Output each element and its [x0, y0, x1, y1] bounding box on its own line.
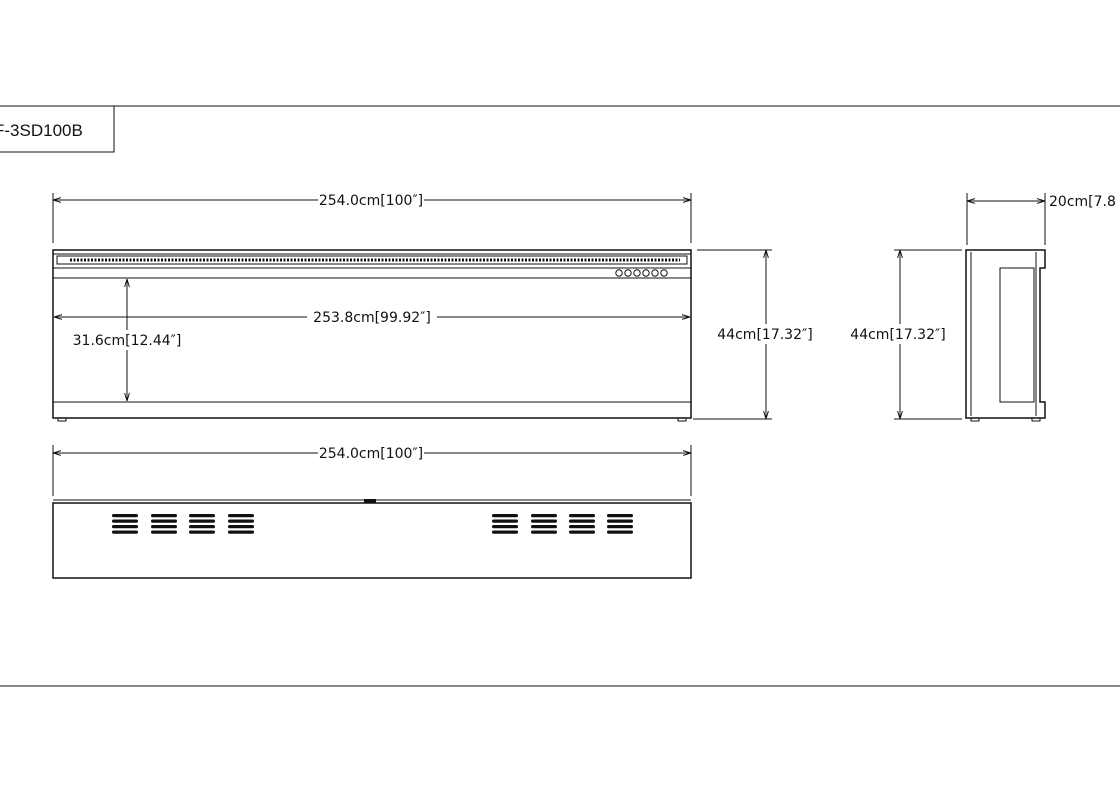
vent-slat	[607, 530, 633, 534]
vent-group	[112, 514, 138, 534]
side-height-dimension: 44cm[17.32″]	[848, 249, 962, 420]
depth-label: 20cm[7.8	[1049, 194, 1116, 210]
control-button[interactable]	[660, 269, 668, 277]
side-height-label: 44cm[17.32″]	[850, 327, 945, 343]
vent-slat	[492, 530, 518, 534]
vent-group	[228, 514, 254, 534]
vent-group	[189, 514, 215, 534]
front-height-label: 44cm[17.32″]	[717, 327, 812, 343]
glass-height-dimension: 31.6cm[12.44″]	[70, 279, 182, 401]
front-height-dimension: 44cm[17.32″]	[693, 249, 818, 420]
vent-slat	[569, 530, 595, 534]
vent-slat	[607, 519, 633, 523]
side-glass-panel	[999, 267, 1035, 403]
control-panel	[615, 269, 668, 277]
overall-width-dimension: 254.0cm[100″]	[52, 193, 692, 243]
model-label: F-3SD100B	[0, 121, 83, 140]
vent-group	[569, 514, 595, 534]
vent-slat	[151, 525, 177, 529]
vent-slat	[492, 525, 518, 529]
side-foot-left	[970, 417, 980, 422]
vent-slat	[569, 525, 595, 529]
vent-slat	[531, 530, 557, 534]
vent-slat	[112, 530, 138, 534]
back-width-label: 254.0cm[100″]	[319, 446, 423, 462]
vent-slat	[607, 514, 633, 518]
foot-left	[57, 417, 67, 422]
vent-slat	[189, 525, 215, 529]
vent-slat	[151, 519, 177, 523]
sheet-frame: F-3SD100B	[0, 105, 1120, 687]
depth-dimension: 20cm[7.8	[966, 193, 1116, 245]
vent-slat	[151, 530, 177, 534]
vent-group	[531, 514, 557, 534]
vent-slat	[569, 519, 595, 523]
side-view: 20cm[7.8 44cm[17.32″]	[848, 193, 1116, 422]
vent-slat	[189, 514, 215, 518]
vent-slat	[492, 514, 518, 518]
inner-width-label: 253.8cm[99.92″]	[313, 310, 431, 326]
side-foot-right	[1031, 417, 1041, 422]
control-button[interactable]	[615, 269, 623, 277]
vent-slat	[151, 514, 177, 518]
control-button[interactable]	[642, 269, 650, 277]
control-button[interactable]	[633, 269, 641, 277]
control-button[interactable]	[651, 269, 659, 277]
overall-width-label: 254.0cm[100″]	[319, 193, 423, 209]
front-view: 254.0cm[100″] 253.8cm[99.92″]	[52, 193, 818, 422]
vent-group	[151, 514, 177, 534]
vent-group	[492, 514, 518, 534]
control-button[interactable]	[624, 269, 632, 277]
back-view: 254.0cm[100″]	[52, 445, 692, 579]
vent-openings	[112, 514, 633, 534]
foot-right	[677, 417, 687, 422]
glass-height-label: 31.6cm[12.44″]	[73, 333, 182, 349]
vent-slat	[112, 519, 138, 523]
vent-slat	[492, 519, 518, 523]
fireplace-front-outline	[52, 249, 692, 419]
vent-slat	[112, 514, 138, 518]
back-width-dimension: 254.0cm[100″]	[52, 445, 692, 496]
vent-slat	[189, 530, 215, 534]
vent-group	[607, 514, 633, 534]
vent-slat	[228, 519, 254, 523]
vent-slat	[531, 519, 557, 523]
vent-slat	[112, 525, 138, 529]
vent-slat	[228, 514, 254, 518]
top-vent-strip	[56, 255, 688, 265]
vent-slat	[531, 525, 557, 529]
vent-slat	[607, 525, 633, 529]
vent-slat	[569, 514, 595, 518]
vent-slat	[189, 519, 215, 523]
vent-slat	[228, 530, 254, 534]
side-profile	[965, 249, 1046, 422]
mount-tab	[364, 499, 376, 503]
vent-slat	[531, 514, 557, 518]
title-block	[0, 105, 115, 153]
back-panel-outline	[52, 502, 692, 579]
vent-slat	[228, 525, 254, 529]
inner-width-dimension: 253.8cm[99.92″]	[54, 310, 690, 326]
